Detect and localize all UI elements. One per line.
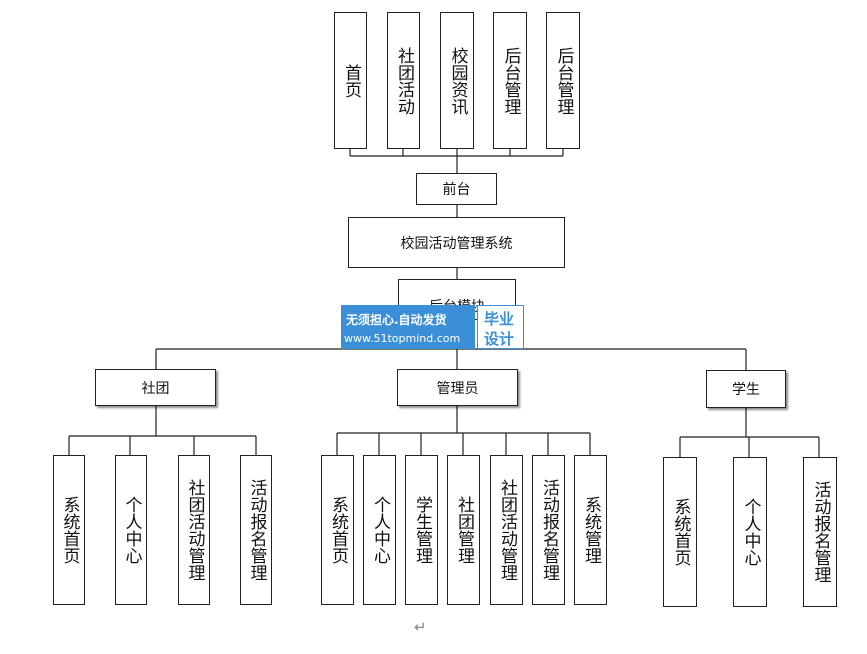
club-item-club-activity-management: 社团活动管理 [178,455,210,605]
menu-label-campus-news: 校园资讯 [447,46,468,115]
menu-label-backend-management: 后台管理 [500,46,521,115]
student-item-label: 活动报名管理 [810,481,831,583]
frontend-box: 前台 [416,173,497,205]
system-box: 校园活动管理系统 [348,217,565,268]
menu-box-campus-news: 校园资讯 [440,12,474,149]
watermark-badge: 毕业 设计 [477,305,524,349]
admin-item-label: 活动报名管理 [539,479,559,581]
menu-box-backend-management-2: 后台管理 [546,12,580,149]
admin-item-club-activity-management: 社团活动管理 [490,455,523,605]
role-box-admin: 管理员 [397,369,518,406]
student-item-personal-center: 个人中心 [733,457,767,607]
menu-label-home: 首页 [341,63,361,98]
frontend-label: 前台 [442,182,471,198]
menu-box-home: 首页 [334,12,367,149]
watermark-badge-top: 毕业 [484,310,515,328]
admin-item-student-management: 学生管理 [405,455,438,605]
student-item-label: 个人中心 [740,498,761,566]
menu-label-backend-management-2: 后台管理 [553,46,574,115]
student-item-system-home: 系统首页 [663,457,697,607]
admin-item-label: 个人中心 [370,496,390,564]
role-box-club: 社团 [95,369,216,406]
paragraph-return-mark: ↵ [414,618,427,636]
role-label-admin: 管理员 [436,380,479,397]
watermark-url: www.51topmind.com [344,332,461,345]
watermark-slogan: 无须担心.自动发货 [346,313,447,327]
menu-label-club-activities: 社团活动 [394,46,414,115]
admin-item-personal-center: 个人中心 [363,455,396,605]
role-box-student: 学生 [706,370,786,408]
watermark-slogan-panel: 无须担心.自动发货 www.51topmind.com [341,305,475,349]
role-label-student: 学生 [732,382,760,398]
club-item-label: 社团活动管理 [184,479,205,581]
admin-item-label: 社团活动管理 [497,479,517,581]
admin-item-system-home: 系统首页 [321,455,354,605]
club-item-personal-center: 个人中心 [115,455,147,605]
club-item-label: 系统首页 [59,496,80,564]
student-item-label: 系统首页 [670,498,691,566]
watermark-badge-bottom: 设计 [484,330,515,348]
admin-item-activity-signup-management: 活动报名管理 [532,455,565,605]
club-item-label: 活动报名管理 [246,479,267,581]
admin-item-label: 社团管理 [454,496,474,564]
system-label: 校园活动管理系统 [400,235,513,252]
club-item-label: 个人中心 [121,496,142,564]
menu-box-club-activities: 社团活动 [387,12,420,149]
club-item-activity-signup-management: 活动报名管理 [240,455,272,605]
admin-item-label: 学生管理 [412,496,432,564]
menu-box-backend-management: 后台管理 [493,12,527,149]
admin-item-system-management: 系统管理 [574,455,607,605]
admin-item-label: 系统管理 [581,496,601,564]
student-item-activity-signup-management: 活动报名管理 [803,457,837,607]
club-item-system-home: 系统首页 [53,455,85,605]
role-label-club: 社团 [141,380,170,397]
watermark-banner: 无须担心.自动发货 www.51topmind.com 毕业 设计 [341,305,524,349]
admin-item-club-management: 社团管理 [447,455,480,605]
admin-item-label: 系统首页 [328,496,348,564]
